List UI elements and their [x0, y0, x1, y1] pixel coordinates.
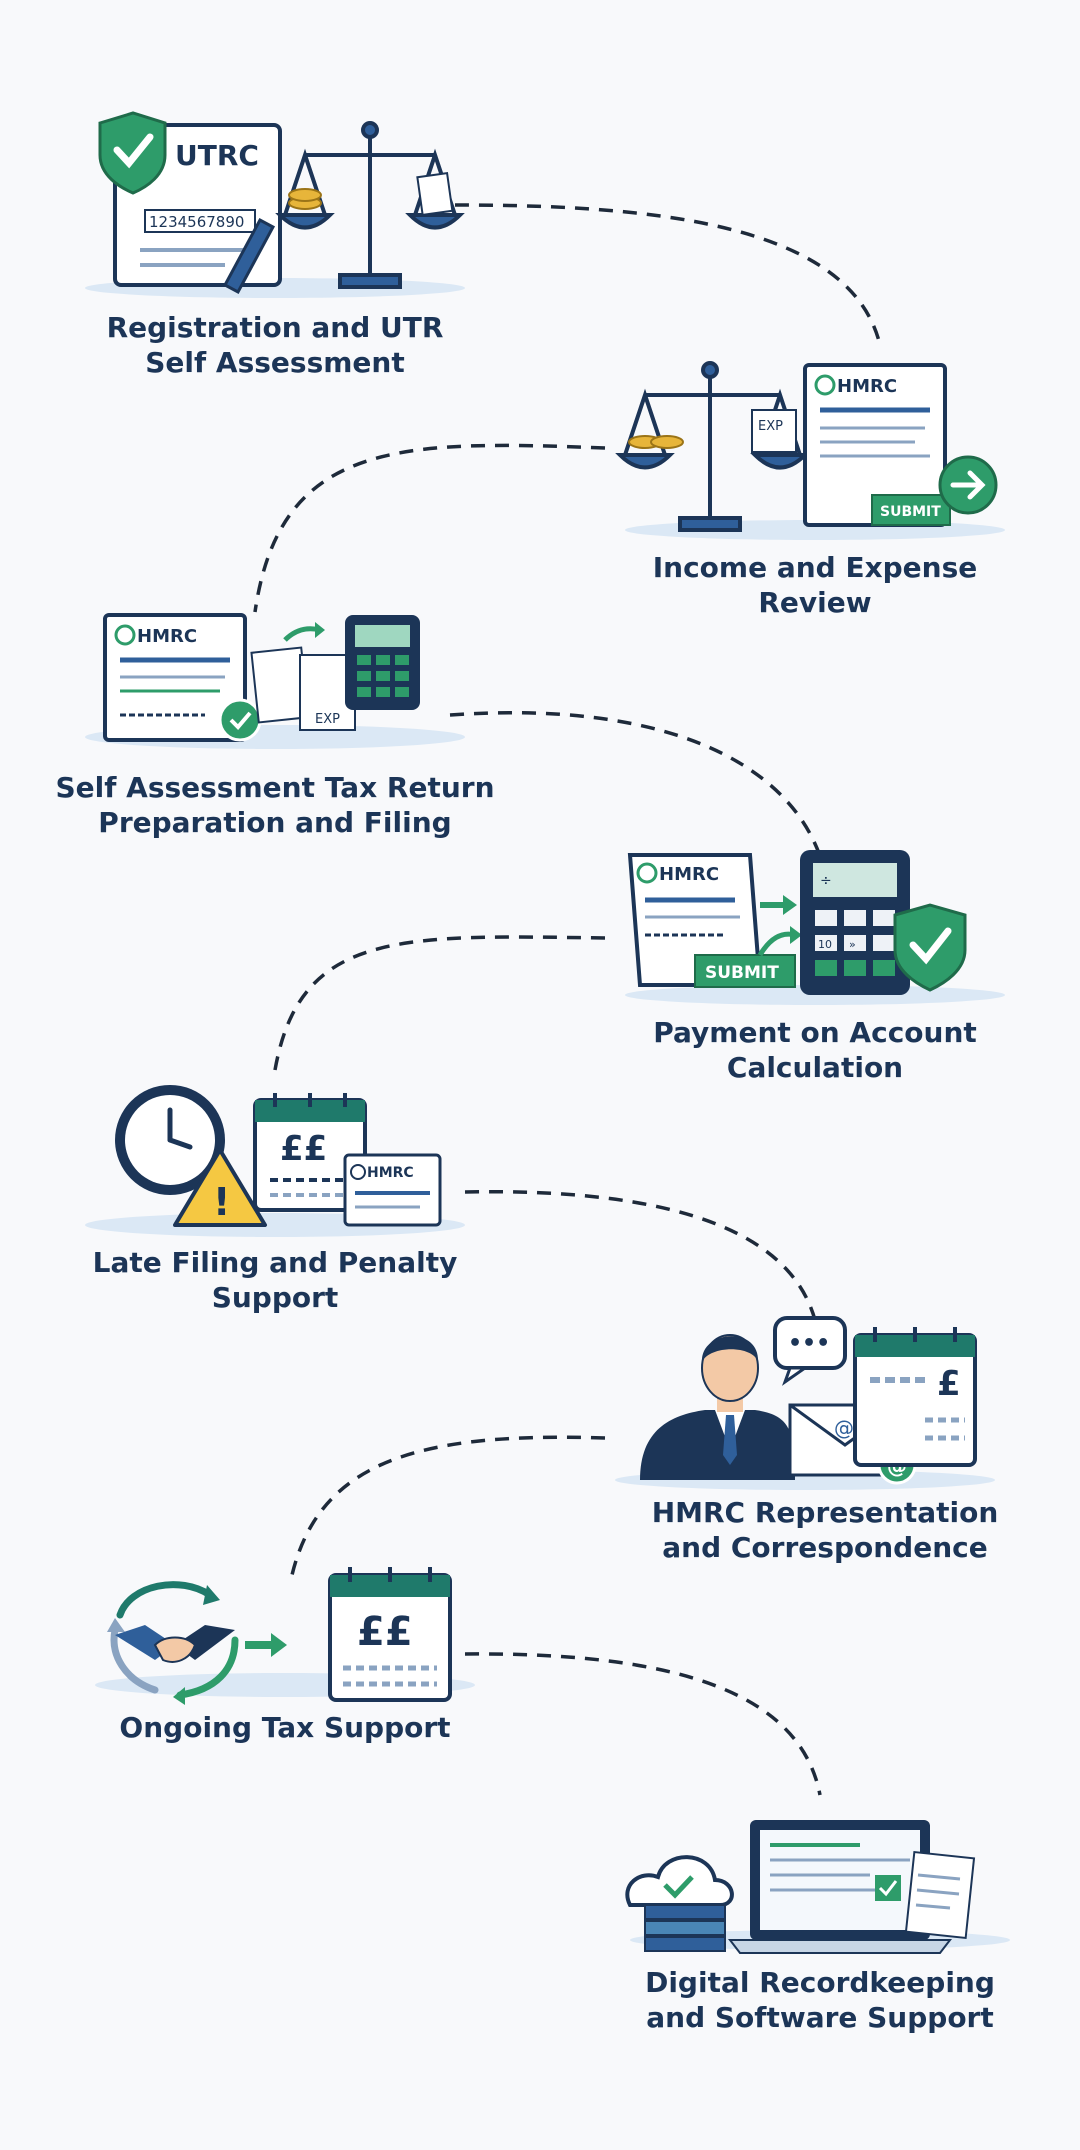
svg-text:SUBMIT: SUBMIT [880, 504, 941, 520]
connector-1-2 [454, 203, 882, 346]
digital-recordkeeping-illustration [620, 1795, 1020, 1995]
shield-check-icon [98, 111, 167, 195]
scales-icon [275, 121, 465, 289]
clock-icon [115, 1085, 225, 1195]
late-filing-illustration: ! ££ HMRC [75, 1075, 475, 1275]
cloud-check-icon [625, 1855, 734, 1907]
svg-text:!: ! [213, 1180, 230, 1224]
svg-text:HMRC: HMRC [367, 1165, 414, 1181]
handshake-icon [115, 1625, 235, 1663]
connector-7-8 [464, 1652, 822, 1796]
advisor-avatar [640, 1334, 795, 1480]
calculator-icon [345, 615, 420, 710]
svg-text:•••: ••• [788, 1331, 830, 1356]
svg-text:HMRC: HMRC [837, 376, 897, 397]
svg-text:£: £ [937, 1364, 961, 1404]
calendar-icon: ££ [328, 1567, 452, 1702]
payment-on-account-illustration: HMRC SUBMIT ÷ 10 » [615, 835, 1015, 1035]
step-label-ongoing-support: Ongoing Tax Support [119, 1711, 451, 1744]
svg-text:££: ££ [280, 1129, 327, 1169]
connector-5-6 [464, 1189, 817, 1321]
speech-bubble-icon: ••• [773, 1316, 847, 1386]
svg-text:EXP: EXP [315, 712, 340, 727]
svg-text:££: ££ [357, 1609, 413, 1655]
shield-check-icon [893, 903, 967, 992]
svg-text:HMRC: HMRC [137, 626, 197, 647]
income-review-illustration: EXP HMRC SUBMIT [615, 350, 1015, 550]
server-stack-icon [644, 1904, 726, 1952]
connector-6-7 [290, 1435, 606, 1576]
calendar-icon: £ [853, 1327, 977, 1467]
registration-illustration: UTRC 1234567890 [75, 105, 475, 305]
check-badge-icon [218, 698, 262, 742]
warning-icon: ! [173, 1148, 267, 1227]
svg-text:÷: ÷ [820, 873, 832, 889]
svg-text:@: @ [834, 1416, 854, 1440]
calendar-icon: ££ [253, 1093, 367, 1212]
svg-text:SUBMIT: SUBMIT [705, 963, 779, 983]
connector-3-4 [449, 710, 824, 863]
cycle-arrows-icon [110, 1581, 239, 1699]
svg-text:HMRC: HMRC [659, 864, 719, 885]
laptop-icon [727, 1820, 953, 1954]
tax-return-illustration: HMRC EXP [75, 595, 475, 795]
ongoing-support-illustration: ££ [85, 1560, 485, 1760]
calculator-icon: ÷ 10 » [800, 850, 910, 995]
svg-text:1234567890: 1234567890 [149, 213, 244, 231]
connector-2-3 [253, 443, 606, 613]
svg-text:UTRC: UTRC [175, 139, 259, 172]
svg-text:»: » [849, 938, 856, 951]
hmrc-representation-illustration: ••• @ @ £ [615, 1310, 1025, 1510]
connector-4-5 [273, 935, 606, 1071]
svg-text:10: 10 [818, 938, 832, 951]
svg-text:EXP: EXP [758, 419, 783, 434]
